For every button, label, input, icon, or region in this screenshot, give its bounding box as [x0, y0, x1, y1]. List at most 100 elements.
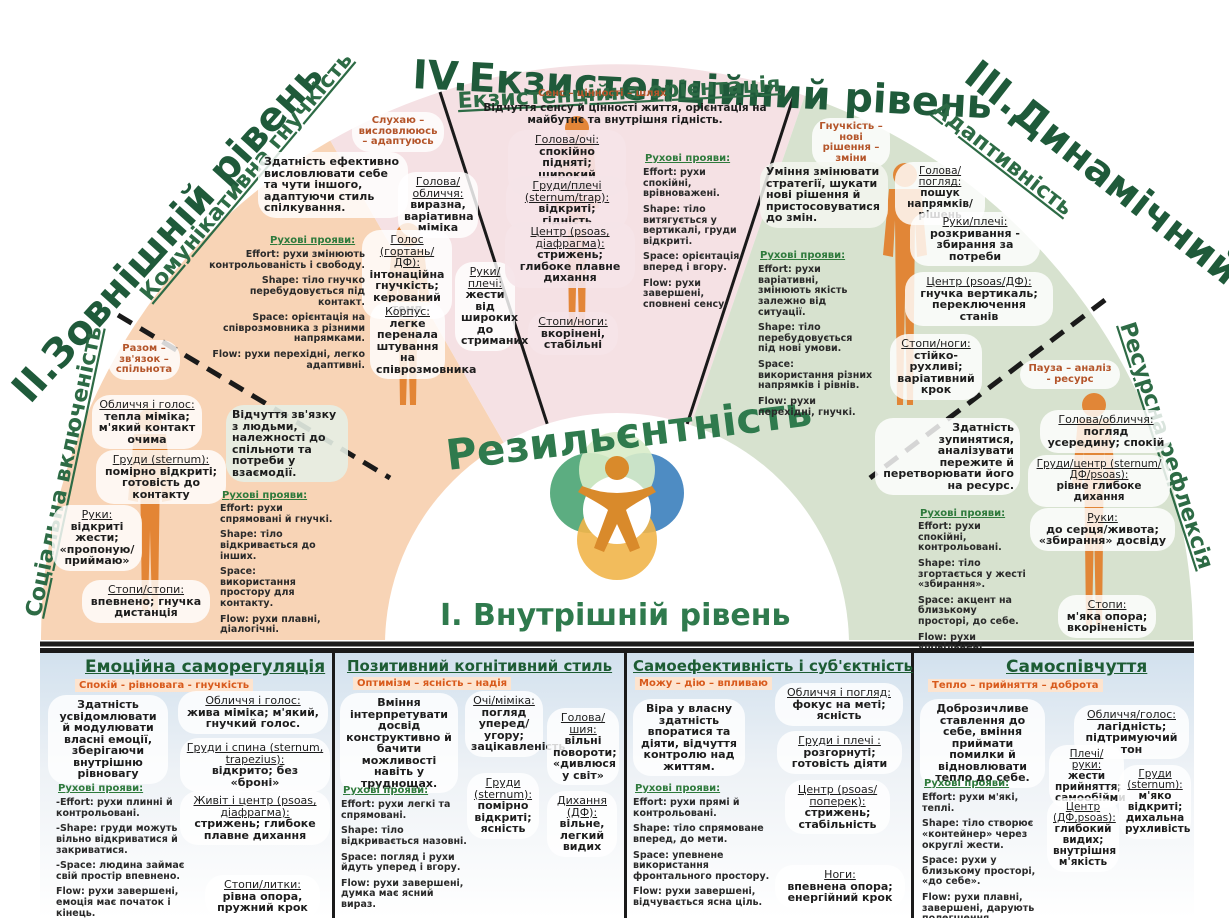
- panel-part: Ноги:впевнена опора; енергійний крок: [775, 865, 905, 908]
- panel-self-efficacy: Самоефективність і суб'єктність Можу – д…: [627, 648, 914, 918]
- social-feet: Стопи/стопи:впевнено; гнучка дистанція: [82, 580, 210, 623]
- panel-positive-cognitive: Позитивний когнітивний стиль Оптимізм – …: [335, 648, 627, 918]
- ruh-line: Flow: рухи завершені, сповнені сенсу.: [643, 277, 728, 310]
- panel-part-label: Очі/міміка:: [473, 694, 535, 707]
- resource-head-label: Голова/обличчя:: [1058, 413, 1154, 426]
- panel-part-label: Обличчя і голос:: [205, 694, 301, 707]
- panel-part: Стопи/литки:рівна опора, пружний крок: [205, 875, 320, 918]
- existential-desc: Відчуття сенсу й цінності життя, орієнта…: [483, 102, 767, 126]
- panel-part-label: Груди (sternum):: [473, 776, 533, 801]
- ruh-line: Space: використання простору для контакт…: [220, 566, 296, 609]
- panel-part-text: помірно відкриті; ясність: [474, 799, 532, 836]
- panel-part: Груди (sternum):м'яко відкриті; дихальна…: [1119, 765, 1191, 840]
- panel-part: Центр (ДФ,psoas):глибокий видих; внутріш…: [1047, 798, 1119, 873]
- social-face: Обличчя і голос:тепла міміка; м'який кон…: [92, 395, 202, 450]
- existential-chest-label: Груди/плечі (sternum/trap):: [524, 179, 610, 204]
- social-face-text: тепла міміка; м'який контакт очима: [98, 409, 196, 446]
- existential-tag: Сенс – цінності – шлях: [538, 88, 667, 99]
- resource-chest-label: Груди/центр (sternum/ДФ/psoas):: [1036, 458, 1162, 482]
- panel-part: Центр (psoas/поперек):стрижень; стабільн…: [785, 780, 890, 835]
- social-feet-label: Стопи/стопи:: [107, 583, 185, 596]
- ruh-line: Flow: рухи перехідні, легко адаптивні.: [212, 349, 365, 371]
- panel-ruh: -Effort: рухи плинні й контрольовані. -S…: [56, 797, 191, 918]
- resource-ruh-heading: Рухові прояви:: [920, 508, 1006, 519]
- panel-part-text: глибокий видих; внутрішня м'якість: [1053, 823, 1117, 869]
- panel-ruh-heading: Рухові прояви:: [635, 783, 721, 794]
- panel-part-label: Живіт і центр (psoas, діафрагма):: [193, 794, 317, 819]
- adaptive-feet-label: Стопи/ноги:: [901, 337, 971, 350]
- panel-subtitle: Тепло – прийняття – доброта: [928, 679, 1103, 692]
- social-ruh-heading: Рухові прояви:: [222, 490, 308, 501]
- panel-part-label: Стопи/литки:: [224, 878, 301, 891]
- panel-part-text: розгорнуті; готовість діяти: [791, 745, 888, 771]
- communicative-tag: Слухаю – висловлююсь – адаптуюсь: [352, 112, 444, 152]
- communicative-head: Голова/обличчя:виразна, варіативна мімік…: [398, 172, 478, 238]
- ruh-line: Effort: рухи спрямовані й гнучкі.: [220, 503, 333, 525]
- social-chest: Груди (sternum):помірно відкриті; готові…: [96, 450, 226, 505]
- adaptive-ruh: Effort: рухи варіативні, змінюють якість…: [758, 264, 873, 423]
- social-hands-text: відкриті жести; «пропоную/приймаю»: [59, 519, 135, 568]
- ruh-line: Shape: тіло відкривається назовні.: [341, 825, 467, 847]
- existential-feet-label: Стопи/ноги:: [538, 315, 608, 328]
- panel-part: Груди (sternum):помірно відкриті; ясніст…: [467, 773, 539, 839]
- panel-part: Живіт і центр (psoas, діафрагма):стрижен…: [180, 791, 330, 846]
- ruh-line: Space: використання різних напрямків і р…: [758, 359, 873, 392]
- resource-desc: Здатність зупинятися, аналізувати пережи…: [875, 418, 1020, 496]
- ruh-line: Effort: рухи м'які, теплі.: [922, 792, 1019, 814]
- resource-feet-text: м'яка опора; вкоріненість: [1066, 609, 1148, 635]
- ruh-line: Shape: тіло витягується у вертикалі, гру…: [643, 203, 737, 247]
- panel-part-text: впевнена опора; енергійний крок: [787, 879, 893, 905]
- panel-part-text: м'яко відкриті; дихальна рухливість: [1125, 790, 1191, 836]
- panel-part: Обличчя і голос:жива міміка; м'який, гну…: [178, 691, 328, 734]
- ruh-line: Effort: рухи спокійні, контрольовані.: [918, 521, 1002, 554]
- existential-feet-text: вкорінені, стабільні: [540, 326, 606, 352]
- panel-subtitle: Можу – дію – впливаю: [635, 677, 772, 690]
- panel-emotional-regulation: Емоційна саморегуляція Спокій - рівноваг…: [40, 648, 335, 918]
- panel-part: Дихання (ДФ):вільне, легкий видих: [547, 791, 617, 857]
- panel-part: Обличчя і погляд:фокус на меті; ясність: [775, 683, 903, 726]
- panel-part-label: Голова/шия:: [560, 711, 606, 736]
- communicative-torso-text: легке перенала штування на співрозмовник…: [376, 316, 477, 376]
- existential-chest: Груди/плечі (sternum/trap):відкриті; гід…: [506, 176, 628, 231]
- ruh-line: Effort: рухи легкі та спрямовані.: [341, 799, 451, 821]
- panel-part-label: Обличчя і погляд:: [787, 686, 891, 699]
- ruh-line: Space: рухи у близькому просторі, «до се…: [922, 855, 1036, 888]
- ruh-line: -Space: людина займає свій простір впевн…: [56, 860, 185, 882]
- communicative-desc: Здатність ефективно висловлювати себе та…: [258, 152, 408, 218]
- panel-ruh: Effort: рухи легкі та спрямовані. Shape:…: [341, 799, 469, 916]
- panel-part-label: Ноги:: [824, 868, 856, 881]
- adaptive-hands: Руки/плечі:розкривання - збирання за пот…: [910, 212, 1040, 267]
- internal-level-title: I. Внутрішній рівень: [440, 598, 791, 633]
- panel-part: Груди і плечі :розгорнуті; готовість дія…: [777, 731, 902, 774]
- panel-part-text: лагідність; підтримуючий тон: [1085, 719, 1178, 756]
- panel-ruh-heading: Рухові прояви:: [924, 778, 1010, 789]
- adaptive-feet-text: стійко-рухливі; варіативний крок: [897, 348, 975, 397]
- panel-part-text: погляд уперед/угору; зацікавленість: [471, 705, 566, 754]
- ruh-line: Shape: тіло гнучко перебудовується під к…: [249, 275, 365, 308]
- social-hands-label: Руки:: [81, 508, 113, 521]
- panel-desc: Доброзичливе ставлення до себе, вміння п…: [920, 699, 1045, 788]
- ruh-line: Shape: тіло створює «контейнер» через ок…: [922, 818, 1034, 851]
- communicative-voice: Голос (гортань/ДФ):інтонаційна гнучкість…: [362, 230, 452, 319]
- communicative-hands-text: жести від широких до стриманих: [461, 288, 529, 348]
- social-tag: Разом – зв'язок – спільнота: [108, 340, 180, 380]
- social-chest-label: Груди (sternum):: [112, 453, 210, 466]
- ruh-line: Shape: тіло згортається у жесті «збиранн…: [918, 557, 1026, 591]
- panel-part-text: вільні повороти; «дивлюся у світ»: [553, 734, 617, 782]
- panel-desc: Віра у власну здатність впоратися та дія…: [633, 699, 745, 777]
- ruh-line: -Shape: груди можуть вільно відкриватися…: [56, 823, 178, 856]
- panel-part-label: Обличчя/голос:: [1087, 708, 1176, 721]
- communicative-ruh-heading: Рухові прояви:: [270, 235, 356, 246]
- communicative-voice-label: Голос (гортань/ДФ):: [379, 233, 435, 270]
- panel-part-label: Груди і спина (sternum, trapezius):: [186, 741, 324, 766]
- ruh-line: Flow: рухи перехідні, гнучкі.: [758, 395, 856, 418]
- panel-part-label: Груди і плечі :: [798, 734, 881, 747]
- communicative-torso-label: Корпус:: [385, 305, 430, 318]
- panel-part-text: фокус на меті; ясність: [792, 697, 886, 723]
- existential-center-text: стрижень; глибоке плавне дихання: [519, 248, 621, 285]
- communicative-head-label: Голова/обличчя:: [412, 175, 464, 200]
- resource-chest-text: рівне глибоке дихання: [1056, 480, 1142, 504]
- social-desc: Відчуття зв'язку з людьми, належності до…: [226, 405, 348, 483]
- adaptive-hands-text: розкривання - збирання за потреби: [930, 226, 1020, 263]
- ruh-line: Space: орієнтація на співрозмовника з рі…: [222, 312, 365, 345]
